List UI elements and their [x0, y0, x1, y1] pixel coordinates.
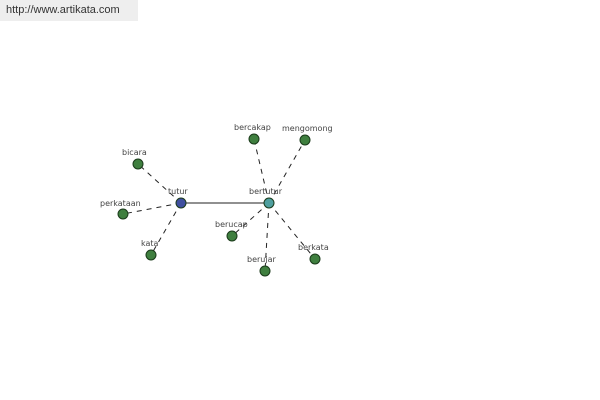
edges-layer [122, 138, 316, 272]
node-label-mengomong: mengomong [282, 124, 333, 133]
site-url-link[interactable]: http://www.artikata.com [6, 4, 120, 16]
node-tutur[interactable] [175, 197, 187, 209]
node-label-perkataan: perkataan [100, 199, 141, 208]
node-bercakap[interactable] [248, 133, 260, 145]
node-label-tutur: tutur [168, 187, 188, 196]
url-header: http://www.artikata.com [0, 0, 138, 21]
edge-tutur-kata [150, 202, 182, 256]
labels-layer: tutur bertutur bicara perkataan kata bercakap… [100, 123, 333, 264]
edge-bertutur-berkata [268, 202, 316, 260]
edge-bertutur-bercakap [253, 138, 270, 204]
edge-bertutur-berujar [264, 202, 270, 272]
node-kata[interactable] [145, 249, 157, 261]
node-berkata[interactable] [309, 253, 321, 265]
nodes-layer [117, 133, 321, 277]
node-bertutur[interactable] [263, 197, 275, 209]
edge-tutur-bicara [137, 163, 182, 204]
edge-bertutur-mengomong [268, 139, 306, 204]
node-berujar[interactable] [259, 265, 271, 277]
node-label-berkata: berkata [298, 243, 329, 252]
node-label-berujar: berujar [247, 255, 276, 264]
node-berucap[interactable] [226, 230, 238, 242]
node-label-berucap: berucap [215, 220, 248, 229]
node-perkataan[interactable] [117, 208, 129, 220]
edge-bertutur-berucap [231, 202, 270, 237]
node-bicara[interactable] [132, 158, 144, 170]
node-mengomong[interactable] [299, 134, 311, 146]
node-label-bicara: bicara [122, 148, 147, 157]
node-label-bercakap: bercakap [234, 123, 271, 132]
node-label-bertutur: bertutur [249, 187, 283, 196]
node-label-kata: kata [141, 239, 159, 248]
